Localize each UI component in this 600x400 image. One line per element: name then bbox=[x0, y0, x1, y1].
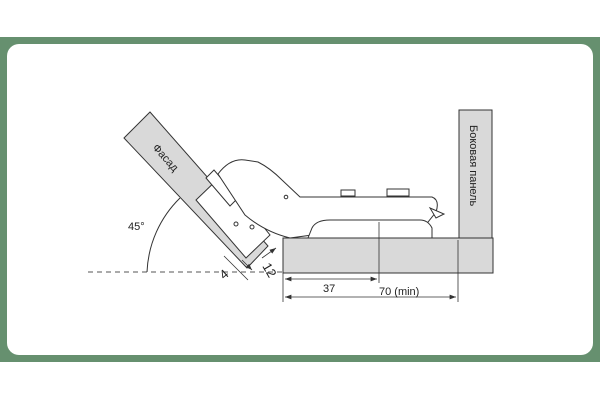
hinge-arm bbox=[217, 159, 446, 239]
cabinet-bottom-panel bbox=[282, 237, 494, 274]
dimension-12-label: 12 bbox=[259, 260, 279, 280]
dimension-70-label: 70 (min) bbox=[379, 286, 419, 298]
dimension-4-label: 4 bbox=[216, 266, 231, 282]
angle-arc bbox=[146, 197, 181, 273]
side-panel bbox=[458, 109, 493, 239]
extension-lines bbox=[282, 222, 459, 302]
dimension-37-label: 37 bbox=[323, 283, 335, 295]
side-panel-label: Боковая панель bbox=[467, 125, 479, 207]
hinge-cup bbox=[195, 169, 271, 259]
angle-label: 45° bbox=[128, 221, 145, 233]
small-dimension-lines bbox=[223, 247, 277, 281]
